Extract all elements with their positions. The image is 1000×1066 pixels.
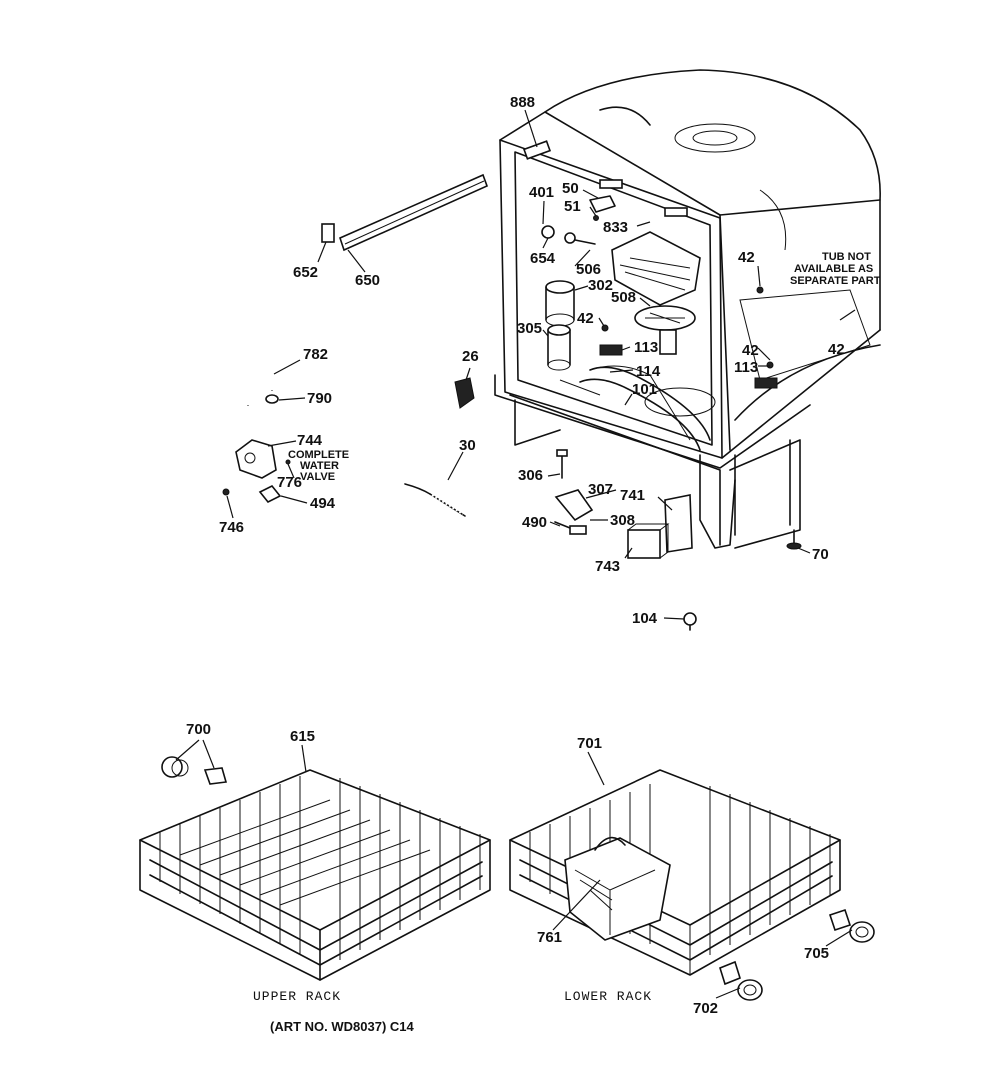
rack-rollers — [719, 908, 875, 1001]
label-51: 51 — [564, 198, 581, 215]
label-70: 70 — [812, 546, 829, 563]
label-761: 761 — [537, 929, 562, 946]
label-508: 508 — [611, 289, 636, 306]
label-50: 50 — [562, 180, 579, 197]
label-615: 615 — [290, 728, 315, 745]
rack-roller-700 — [161, 756, 228, 785]
caption-upper-rack: UPPER RACK — [253, 989, 341, 1004]
label-114: 114 — [636, 363, 661, 380]
caption-art-no: (ART NO. WD8037) C14 — [270, 1019, 415, 1034]
label-305: 305 — [517, 320, 542, 337]
label-700: 700 — [186, 721, 211, 738]
label-744: 744 — [297, 432, 323, 449]
rail-assembly — [321, 173, 489, 252]
label-401: 401 — [529, 184, 554, 201]
label-790: 790 — [307, 390, 332, 407]
label-26: 26 — [462, 348, 479, 365]
label-306: 306 — [518, 467, 543, 484]
label-654: 654 — [530, 250, 556, 267]
label-307: 307 — [588, 481, 613, 498]
leader-lines — [175, 109, 856, 999]
label-888: 888 — [510, 94, 535, 111]
caption-lower-rack: LOWER RACK — [564, 989, 652, 1004]
captions: UPPER RACK LOWER RACK (ART NO. WD8037) C… — [253, 989, 652, 1034]
label-101: 101 — [632, 381, 657, 398]
note-valve-line2: WATER — [300, 460, 339, 472]
label-650: 650 — [355, 272, 380, 289]
note-tub-line3: SEPARATE PART — [790, 275, 881, 287]
label-782: 782 — [303, 346, 328, 363]
label-42-d: 42 — [828, 341, 845, 358]
note-valve-line1: COMPLETE — [288, 449, 349, 461]
label-104: 104 — [632, 610, 658, 627]
tub-assembly — [494, 69, 881, 549]
label-833: 833 — [603, 219, 628, 236]
label-776: 776 — [277, 474, 302, 491]
label-743: 743 — [595, 558, 620, 575]
note-tub-line2: AVAILABLE AS — [794, 263, 873, 275]
label-42-c: 42 — [742, 342, 759, 359]
note-valve-line3: VALVE — [300, 471, 335, 483]
label-506: 506 — [576, 261, 601, 278]
label-302: 302 — [588, 277, 613, 294]
upper-rack — [139, 769, 491, 981]
tub-inner-parts — [522, 140, 802, 631]
label-705: 705 — [804, 945, 829, 962]
label-701: 701 — [577, 735, 602, 752]
lower-rack — [509, 769, 841, 976]
label-30: 30 — [459, 437, 476, 454]
label-42-b: 42 — [738, 249, 755, 266]
label-42-a: 42 — [577, 310, 594, 327]
label-308: 308 — [610, 512, 635, 529]
label-746: 746 — [219, 519, 244, 536]
label-702: 702 — [693, 1000, 718, 1017]
part-labels: 888 401 50 51 833 654 506 302 508 42 305… — [186, 94, 881, 1017]
note-tub-line1: TUB NOT — [822, 251, 871, 263]
label-494: 494 — [310, 495, 336, 512]
label-490: 490 — [522, 514, 547, 531]
water-valve-parts — [222, 347, 291, 504]
label-113-b: 113 — [734, 359, 758, 376]
label-741: 741 — [620, 487, 645, 504]
label-652: 652 — [293, 264, 318, 281]
door-parts — [404, 377, 475, 517]
label-113-a: 113 — [634, 339, 658, 356]
